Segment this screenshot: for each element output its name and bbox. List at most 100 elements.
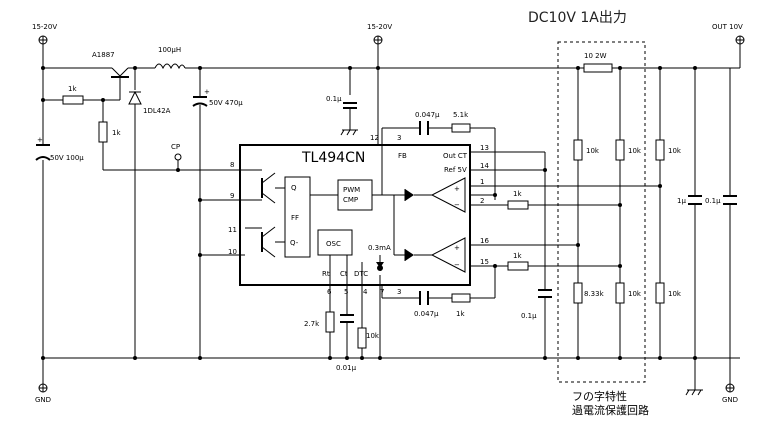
r-dtc-label: 10k bbox=[366, 332, 380, 340]
svg-text:+: + bbox=[454, 244, 460, 252]
c-vcc-label: 0.1μ bbox=[326, 95, 342, 103]
c-in-label: 50V 100μ bbox=[50, 154, 84, 162]
osc-label: OSC bbox=[326, 240, 341, 248]
r-b1-label: 8.33k bbox=[584, 290, 605, 298]
svg-text:+: + bbox=[454, 185, 460, 193]
capacitor-in: + 50V 100μ bbox=[35, 136, 84, 162]
svg-text:−: − bbox=[454, 201, 460, 209]
resistor-dtc: 10k bbox=[357, 327, 380, 349]
r-fb2-label: 1k bbox=[456, 310, 465, 318]
pin-11: 11 bbox=[228, 226, 237, 234]
pin-13: 13 bbox=[480, 144, 489, 152]
r-a1-label: 10k bbox=[586, 147, 600, 155]
transistor-q1: A1887 bbox=[92, 51, 129, 78]
ic-name: TL494CN bbox=[301, 150, 365, 166]
pin-5: 5 bbox=[344, 288, 348, 296]
c-bulk-label: 50V 470μ bbox=[209, 99, 243, 107]
c-ref-label: 0.1μ bbox=[521, 312, 537, 320]
resistor-c1: 10k bbox=[655, 139, 682, 161]
resistor-in1: 1k bbox=[507, 190, 529, 210]
resistor-in2: 1k bbox=[507, 252, 529, 271]
ref-label: Ref 5V bbox=[444, 166, 467, 174]
r-be-label: 1k bbox=[112, 129, 121, 137]
pin-9: 9 bbox=[230, 192, 234, 200]
diode-d1: 1DL42A bbox=[128, 90, 171, 115]
terminal-gnd-left-label: GND bbox=[35, 396, 51, 404]
terminal-in-mid-label: 15-20V bbox=[367, 23, 392, 31]
capacitor-fb2: 0.047μ bbox=[414, 291, 439, 318]
terminal-in-left-label: 15-20V bbox=[32, 23, 57, 31]
capacitor-vcc: 0.1μ bbox=[326, 95, 357, 115]
resistor-rt: 2.7k bbox=[304, 311, 335, 333]
pin-1: 1 bbox=[480, 178, 484, 186]
svg-text:−: − bbox=[454, 261, 460, 269]
capacitor-ref: 0.1μ bbox=[521, 289, 552, 320]
wiring bbox=[42, 44, 740, 390]
rt-label: Rt bbox=[322, 270, 330, 278]
r-c2-label: 10k bbox=[668, 290, 682, 298]
pin-7: 7 bbox=[380, 288, 384, 296]
resistor-a1: 10k bbox=[573, 139, 600, 161]
note-line1: フの字特性 bbox=[572, 389, 627, 403]
capacitor-out2: 0.1μ bbox=[705, 195, 737, 205]
terminal-gnd-right: GND bbox=[722, 358, 738, 404]
pin-6: 6 bbox=[327, 288, 332, 296]
ic-tl494: TL494CN Q FF Q- PWM CMP OSC Rt Ct DTC bbox=[239, 144, 471, 286]
r-a2-label: 10k bbox=[628, 147, 642, 155]
pin-10: 10 bbox=[228, 248, 237, 256]
terminal-out-label: OUT 10V bbox=[712, 23, 743, 31]
terminal-in-left: 15-20V bbox=[32, 23, 57, 68]
capacitor-bulk: + 50V 470μ bbox=[192, 88, 243, 107]
c-out1-label: 1μ bbox=[677, 197, 686, 205]
out-ct-label: Out CT bbox=[443, 152, 468, 160]
pin-3-top: 3 bbox=[397, 134, 401, 142]
c-out2-label: 0.1μ bbox=[705, 197, 721, 205]
svg-text:+: + bbox=[204, 88, 210, 96]
protection-boundary bbox=[557, 41, 646, 383]
c-fb2-label: 0.047μ bbox=[414, 310, 439, 318]
pin-2: 2 bbox=[480, 197, 484, 205]
pin-14: 14 bbox=[480, 162, 489, 170]
ff-label: FF bbox=[291, 214, 299, 222]
pin-4: 4 bbox=[363, 288, 368, 296]
ground-symbol bbox=[340, 115, 358, 136]
resistor-base: 1k bbox=[62, 85, 84, 105]
ground-symbol-right bbox=[685, 389, 703, 396]
diode-label: 1DL42A bbox=[143, 107, 171, 115]
terminal-out: OUT 10V bbox=[712, 23, 745, 68]
ff-q-label: Q bbox=[291, 184, 297, 192]
c-ct-label: 0.01μ bbox=[336, 364, 357, 372]
ct-label: Ct bbox=[340, 270, 348, 278]
cmp-label: CMP bbox=[343, 196, 358, 204]
fb-label: FB bbox=[398, 152, 407, 160]
current-label: 0.3mA bbox=[368, 244, 391, 252]
test-point-cp: CP bbox=[171, 143, 182, 161]
resistor-sense: 10 2W bbox=[583, 52, 613, 73]
pin-12: 12 bbox=[370, 134, 379, 142]
resistor-b1: 8.33k bbox=[573, 282, 605, 304]
pin-15: 15 bbox=[480, 258, 489, 266]
capacitor-ct: 0.01μ bbox=[336, 314, 357, 372]
capacitor-fb1: 0.047μ bbox=[415, 111, 440, 135]
note-line2: 過電流保護回路 bbox=[572, 403, 649, 417]
dtc-label: DTC bbox=[354, 270, 368, 278]
r-sense-label: 10 2W bbox=[584, 52, 607, 60]
pin-8: 8 bbox=[230, 161, 234, 169]
q1-label: A1887 bbox=[92, 51, 115, 59]
terminal-gnd-left: GND bbox=[35, 358, 51, 404]
r-in1-label: 1k bbox=[513, 190, 522, 198]
junction-dots bbox=[41, 66, 697, 360]
r-rt-label: 2.7k bbox=[304, 320, 320, 328]
resistor-c2: 10k bbox=[655, 282, 682, 304]
inductor-l1: 100μH bbox=[154, 46, 186, 70]
svg-text:+: + bbox=[37, 136, 43, 144]
pin-3-bottom: 3 bbox=[397, 288, 401, 296]
l1-label: 100μH bbox=[158, 46, 181, 54]
capacitor-out1: 1μ bbox=[677, 195, 702, 205]
r-base-label: 1k bbox=[68, 85, 77, 93]
cp-label: CP bbox=[171, 143, 180, 151]
page-title: DC10V 1A出力 bbox=[528, 10, 627, 26]
pin-16: 16 bbox=[480, 237, 489, 245]
resistor-fb2: 1k bbox=[451, 293, 471, 318]
